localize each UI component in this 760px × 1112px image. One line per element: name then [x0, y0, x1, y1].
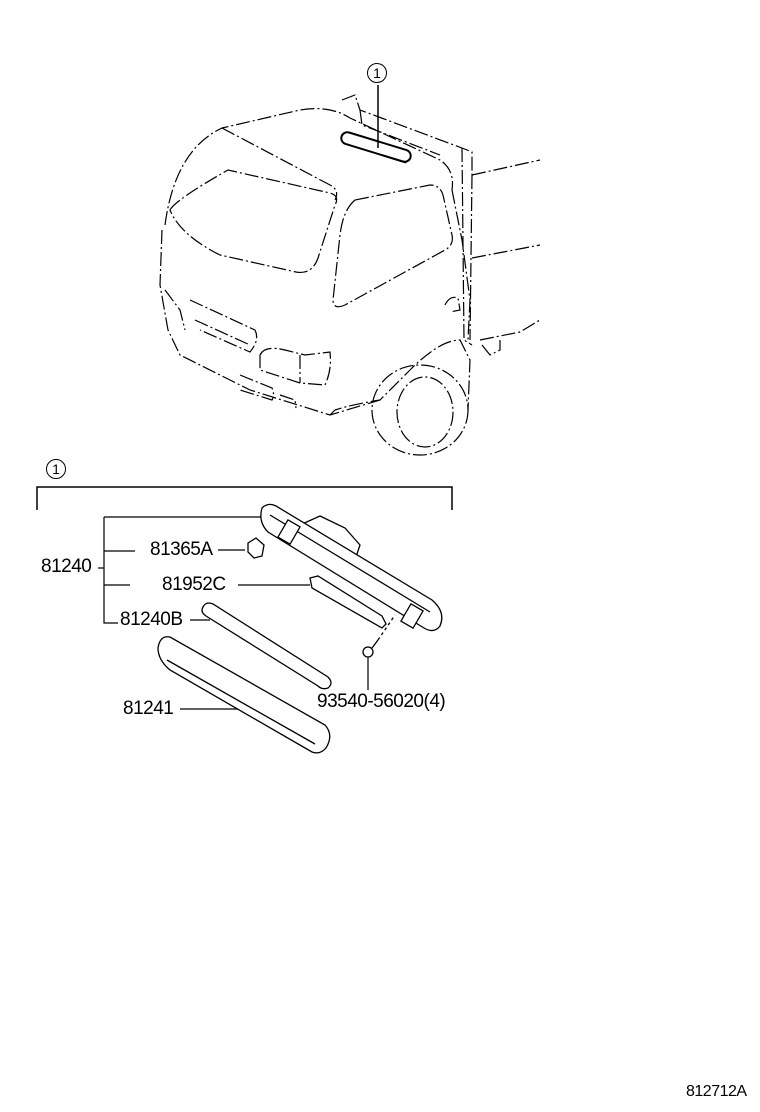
part-label-81952C[interactable]: 81952C [162, 574, 226, 595]
leader-lines [98, 516, 369, 710]
part-label-93540-56020[interactable]: 93540-56020(4) [317, 691, 446, 712]
callout-number-group: 1 [46, 459, 66, 479]
lens-cover-part [157, 636, 331, 754]
part-label-81365A[interactable]: 81365A [150, 539, 213, 560]
gasket-part [309, 575, 387, 629]
part-label-81240[interactable]: 81240 [41, 556, 92, 577]
truck-cab-illustration [159, 94, 541, 456]
socket-part [247, 537, 265, 559]
screw-part [362, 614, 396, 658]
bulb-tube-part [201, 602, 332, 690]
group-bracket-frame [36, 486, 453, 510]
part-label-81241[interactable]: 81241 [123, 698, 174, 719]
callout-number-overview: 1 [367, 63, 387, 83]
part-label-81240B[interactable]: 81240B [120, 609, 183, 630]
drawing-code: 812712A [686, 1083, 747, 1100]
stop-lamp-on-truck [340, 85, 412, 164]
lamp-housing-part [260, 503, 443, 632]
